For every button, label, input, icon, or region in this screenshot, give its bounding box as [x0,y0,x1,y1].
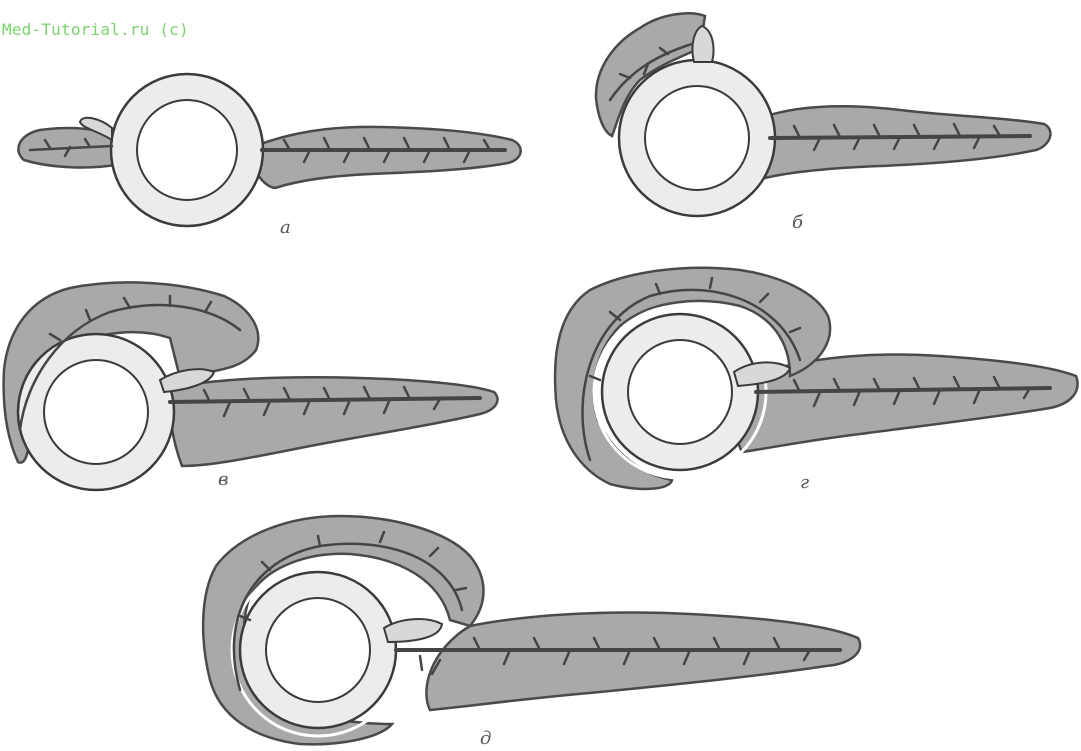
stage-label-d: д [480,728,491,749]
duodenum-lumen [645,86,749,190]
bile-duct-bud [692,26,713,62]
dorsal-pancreas [170,377,498,466]
pancreas-body-tail [426,613,860,711]
duodenum-lumen [44,360,148,464]
stage-a: а [18,74,520,238]
dorsal-pancreas-bud [756,106,1050,178]
duodenum-lumen [628,340,732,444]
stage-label-b: б [792,212,804,233]
bile-duct [384,619,442,642]
stage-d: д [203,516,860,749]
stage-b: б [596,13,1050,233]
duodenum-lumen [137,100,237,200]
stage-label-a: а [280,217,291,238]
stage-label-v: в [218,469,228,490]
duodenum-lumen [266,598,370,702]
stage-v: в [4,282,498,490]
stage-g: г [555,268,1078,493]
stage-label-g: г [800,472,809,493]
